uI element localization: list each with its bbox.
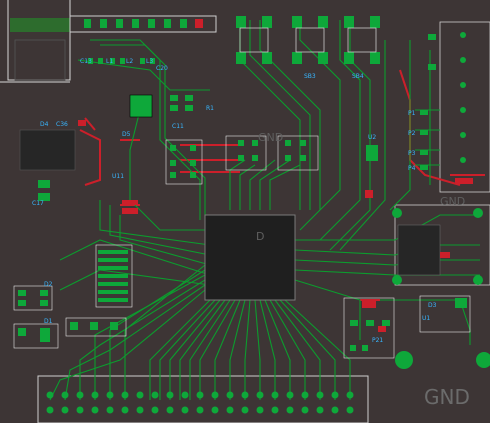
smd-pads xyxy=(18,34,467,351)
label-l3: L3 xyxy=(146,58,153,65)
header-top-pads xyxy=(84,19,187,28)
gnd-label-right: GND xyxy=(440,195,465,208)
label-p4: P4 xyxy=(408,165,416,172)
header-top xyxy=(69,15,217,33)
header-bottom-pads xyxy=(46,391,354,414)
label-r1: R1 xyxy=(206,105,214,112)
label-u2: U2 xyxy=(368,134,376,141)
gnd-label-bottom: GND xyxy=(424,385,470,409)
silkscreen xyxy=(13,135,471,359)
top-layer-traces xyxy=(49,20,480,401)
label-c13: C13 xyxy=(80,58,92,65)
cpu-mark: D xyxy=(256,230,264,243)
label-d3: D3 xyxy=(428,302,437,309)
connector-footprint-top-left xyxy=(10,18,70,32)
label-d5: D5 xyxy=(122,131,131,138)
cpu-chip xyxy=(204,214,296,301)
label-l2: L2 xyxy=(126,58,133,65)
label-p3: P3 xyxy=(408,150,416,157)
gnd-label-center: GND xyxy=(258,131,283,144)
module-d4 xyxy=(19,129,76,171)
label-p1: P1 xyxy=(408,110,416,117)
label-p2: P2 xyxy=(408,130,416,137)
label-c20: C20 xyxy=(156,65,168,72)
label-sb3: SB3 xyxy=(304,73,316,80)
red-components xyxy=(78,120,473,332)
label-sb4: SB4 xyxy=(352,73,364,80)
sd-socket-body xyxy=(397,224,441,276)
pin1-marker xyxy=(195,19,203,28)
label-u11: U11 xyxy=(112,173,124,180)
label-c11: C11 xyxy=(172,123,184,130)
connector-right xyxy=(439,21,490,193)
mounting-pads xyxy=(392,32,490,369)
header-bottom xyxy=(37,375,369,423)
label-p21: P21 xyxy=(372,337,383,344)
label-u1: U1 xyxy=(422,315,430,322)
switch-pads xyxy=(236,16,380,64)
sd-card-outline xyxy=(394,204,490,286)
label-d4: D4 xyxy=(40,121,49,128)
label-l1: L1 xyxy=(106,58,113,65)
chip-u11 xyxy=(129,94,153,118)
label-c17: C17 xyxy=(32,200,44,207)
label-d1: D1 xyxy=(44,318,53,325)
label-c36: C36 xyxy=(56,121,68,128)
label-d2: D2 xyxy=(44,281,53,288)
